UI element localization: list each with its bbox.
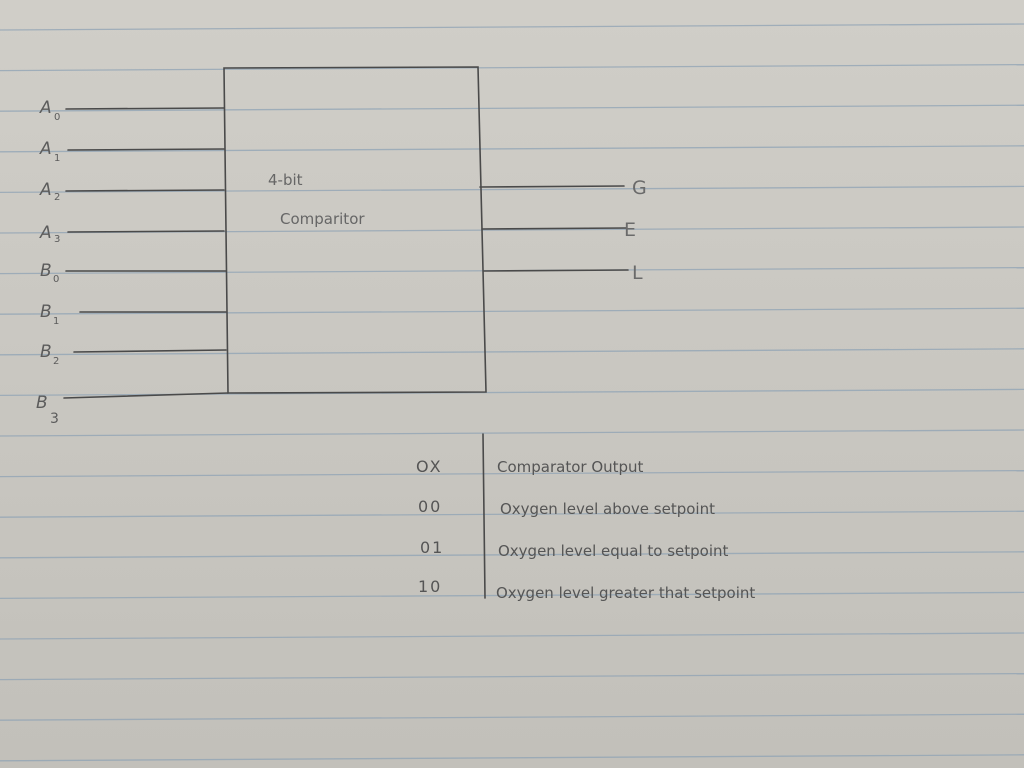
svg-text:A: A xyxy=(39,180,52,200)
table-row-desc: Oxygen level equal to setpoint xyxy=(498,542,729,560)
svg-text:0: 0 xyxy=(54,112,60,123)
rule-line xyxy=(0,754,1024,762)
rule-line xyxy=(0,469,1024,478)
svg-text:2: 2 xyxy=(53,356,59,367)
wire-a3 xyxy=(67,230,225,233)
rule-line xyxy=(0,632,1024,640)
rule-line xyxy=(0,104,1024,112)
rule-line xyxy=(0,551,1024,559)
block-subtitle: Comparitor xyxy=(280,210,365,228)
table-header-code: OX xyxy=(416,457,443,476)
wire-b2 xyxy=(73,349,227,353)
input-label-a2: A 2 xyxy=(39,180,60,203)
svg-text:3: 3 xyxy=(54,234,60,245)
rule-line xyxy=(0,185,1024,194)
table-row-code: 00 xyxy=(418,497,442,516)
output-label-l: L xyxy=(632,262,643,284)
table-row-code: 10 xyxy=(418,577,442,596)
svg-text:B: B xyxy=(40,342,52,362)
svg-text:A: A xyxy=(39,223,52,243)
rule-line xyxy=(0,429,1024,437)
output-label-e: E xyxy=(624,219,636,241)
svg-text:B: B xyxy=(36,393,48,413)
table-row-desc: Oxygen level greater that setpoint xyxy=(496,584,755,602)
svg-text:B: B xyxy=(40,261,52,281)
output-table: OX Comparator Output 00 Oxygen level abo… xyxy=(416,457,755,602)
rule-line xyxy=(0,713,1024,721)
rule-line xyxy=(0,63,1024,72)
input-label-a0: A 0 xyxy=(39,98,60,123)
input-label-b0: B 0 xyxy=(40,261,59,285)
svg-text:B: B xyxy=(40,302,52,322)
rule-line xyxy=(0,23,1024,31)
rule-line xyxy=(0,307,1024,315)
table-header-desc: Comparator Output xyxy=(497,458,644,476)
wire-a0 xyxy=(65,107,225,110)
output-label-g: G xyxy=(632,177,647,199)
svg-text:3: 3 xyxy=(50,411,59,427)
rule-line xyxy=(0,591,1024,600)
table-divider xyxy=(482,433,486,599)
input-label-b1: B 1 xyxy=(40,302,59,327)
input-label-b2: B 2 xyxy=(40,342,59,367)
rule-line xyxy=(0,510,1024,518)
wire-g xyxy=(479,185,625,188)
wire-l xyxy=(483,269,629,272)
table-row-code: 01 xyxy=(420,538,444,557)
svg-text:1: 1 xyxy=(54,153,60,164)
wire-e xyxy=(481,227,627,230)
svg-text:0: 0 xyxy=(53,274,59,285)
comparator-block xyxy=(223,66,487,394)
input-label-a1: A 1 xyxy=(39,139,60,164)
svg-text:2: 2 xyxy=(54,192,60,203)
svg-text:A: A xyxy=(39,139,52,159)
wire-a2 xyxy=(65,189,225,192)
wire-a1 xyxy=(67,148,225,151)
rule-line xyxy=(0,348,1024,356)
rule-line xyxy=(0,672,1024,681)
block-title: 4-bit xyxy=(268,171,303,189)
svg-text:A: A xyxy=(39,98,52,118)
input-label-b3: B 3 xyxy=(36,393,59,427)
table-row-desc: Oxygen level above setpoint xyxy=(500,500,715,518)
wire-b3 xyxy=(63,392,229,399)
input-label-a3: A 3 xyxy=(39,223,60,245)
svg-text:1: 1 xyxy=(53,316,59,327)
rule-line xyxy=(0,145,1024,153)
